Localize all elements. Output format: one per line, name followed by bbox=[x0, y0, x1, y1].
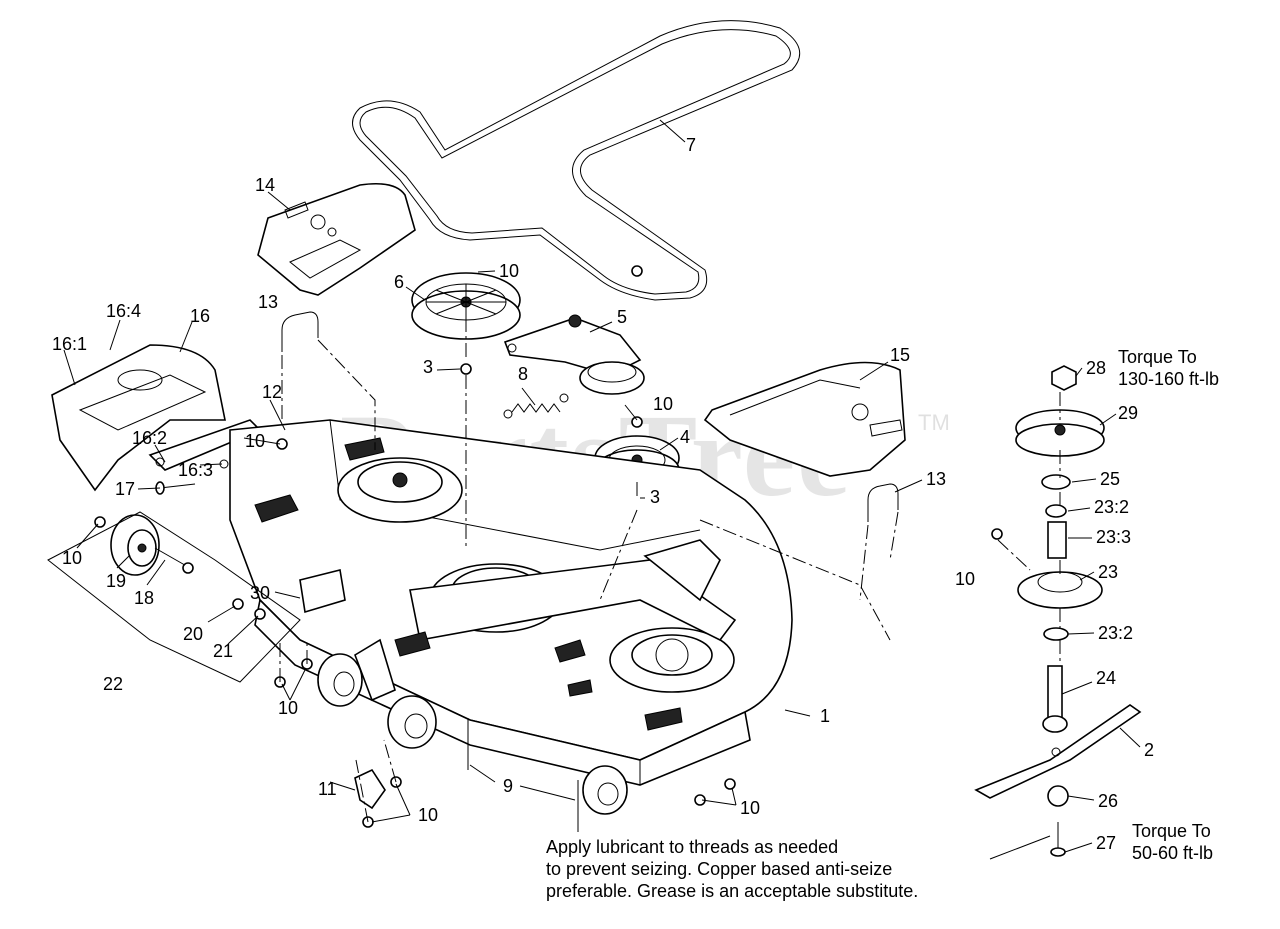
callout-14: 14 bbox=[255, 175, 275, 195]
callout-8: 8 bbox=[518, 364, 528, 384]
callout-5: 5 bbox=[617, 307, 627, 327]
callout-3: 3 bbox=[650, 487, 660, 507]
callout-16-1: 16:1 bbox=[52, 334, 87, 354]
lubricant-note-line3: preferable. Grease is an acceptable subs… bbox=[546, 881, 919, 901]
callout-27: 27 bbox=[1096, 833, 1116, 853]
callout-10: 10 bbox=[499, 261, 519, 281]
idler-pulley-6 bbox=[411, 265, 643, 375]
spring-8 bbox=[503, 393, 569, 419]
belt-cover-right bbox=[703, 361, 906, 477]
kit-outline-22 bbox=[47, 511, 301, 683]
callout-23: 23 bbox=[1098, 562, 1118, 582]
assembly-lines bbox=[279, 318, 1061, 823]
lubricant-note-line2: to prevent seizing. Copper based anti-se… bbox=[546, 859, 893, 879]
callout-23-2: 23:2 bbox=[1094, 497, 1129, 517]
callout-3: 3 bbox=[423, 357, 433, 377]
callout-18: 18 bbox=[134, 588, 154, 608]
callout-16: 16 bbox=[190, 306, 210, 326]
callout-29: 29 bbox=[1118, 403, 1138, 423]
callout-10: 10 bbox=[278, 698, 298, 718]
callout-labels: 7 14 10 6 13 5 16:4 16 16:1 3 8 15 28 12… bbox=[52, 135, 1154, 853]
callout-10: 10 bbox=[62, 548, 82, 568]
callout-4: 4 bbox=[680, 427, 690, 447]
bolt-17 bbox=[155, 481, 196, 495]
callout-13: 13 bbox=[258, 292, 278, 312]
watermark-trademark: TM bbox=[918, 410, 950, 435]
callout-15: 15 bbox=[890, 345, 910, 365]
lubricant-note: Apply lubricant to threads as needed to … bbox=[546, 836, 918, 902]
callout-1: 1 bbox=[820, 706, 830, 726]
callout-10: 10 bbox=[245, 431, 265, 451]
torque-note-bottom: Torque To 50-60 ft-lb bbox=[1132, 820, 1213, 864]
torque-note-bottom-line2: 50-60 ft-lb bbox=[1132, 843, 1214, 863]
callout-9: 9 bbox=[503, 776, 513, 796]
torque-note-top-line1: Torque To bbox=[1118, 347, 1197, 367]
callout-2: 2 bbox=[1144, 740, 1154, 760]
u-bolt-13-left bbox=[281, 311, 319, 352]
callout-10: 10 bbox=[653, 394, 673, 414]
deck-spindle-right bbox=[609, 627, 735, 693]
callout-24: 24 bbox=[1096, 668, 1116, 688]
callout-22: 22 bbox=[103, 674, 123, 694]
idler-arm-5 bbox=[503, 314, 645, 395]
callout-20: 20 bbox=[183, 624, 203, 644]
callout-16-4: 16:4 bbox=[106, 301, 141, 321]
callout-10: 10 bbox=[740, 798, 760, 818]
callout-23-2: 23:2 bbox=[1098, 623, 1133, 643]
belt bbox=[352, 20, 801, 301]
belt-cover-left bbox=[257, 182, 416, 296]
callout-6: 6 bbox=[394, 272, 404, 292]
callout-21: 21 bbox=[213, 641, 233, 661]
deck-gauge-wheels bbox=[317, 638, 628, 815]
callout-19: 19 bbox=[106, 571, 126, 591]
torque-note-top: Torque To 130-160 ft-lb bbox=[1118, 346, 1219, 390]
lubricant-note-line1: Apply lubricant to threads as needed bbox=[546, 837, 839, 857]
left-side-cover-16 bbox=[51, 344, 226, 492]
callout-26: 26 bbox=[1098, 791, 1118, 811]
callout-13: 13 bbox=[926, 469, 946, 489]
callout-17: 17 bbox=[115, 479, 135, 499]
callout-30: 30 bbox=[250, 583, 270, 603]
torque-note-bottom-line1: Torque To bbox=[1132, 821, 1211, 841]
wheel-19 bbox=[110, 514, 160, 576]
spindle-assembly-exploded bbox=[974, 365, 1142, 857]
leader-lines bbox=[63, 119, 1141, 860]
torque-note-top-line2: 130-160 ft-lb bbox=[1118, 369, 1220, 389]
callout-10: 10 bbox=[955, 569, 975, 589]
pin-9 bbox=[467, 718, 579, 832]
callout-28: 28 bbox=[1086, 358, 1106, 378]
callout-11: 11 bbox=[318, 779, 337, 799]
callout-12: 12 bbox=[262, 382, 282, 402]
callout-23-3: 23:3 bbox=[1096, 527, 1131, 547]
callout-16-2: 16:2 bbox=[132, 428, 167, 448]
deck-spindle-left bbox=[337, 457, 463, 523]
callout-16-3: 16:3 bbox=[178, 460, 213, 480]
callout-7: 7 bbox=[686, 135, 696, 155]
deck-decals bbox=[254, 437, 683, 731]
axle-18 bbox=[154, 547, 194, 574]
bracket-11 bbox=[354, 768, 386, 810]
u-bolt-13-right bbox=[867, 483, 899, 522]
callout-10: 10 bbox=[418, 805, 438, 825]
callout-25: 25 bbox=[1100, 469, 1120, 489]
